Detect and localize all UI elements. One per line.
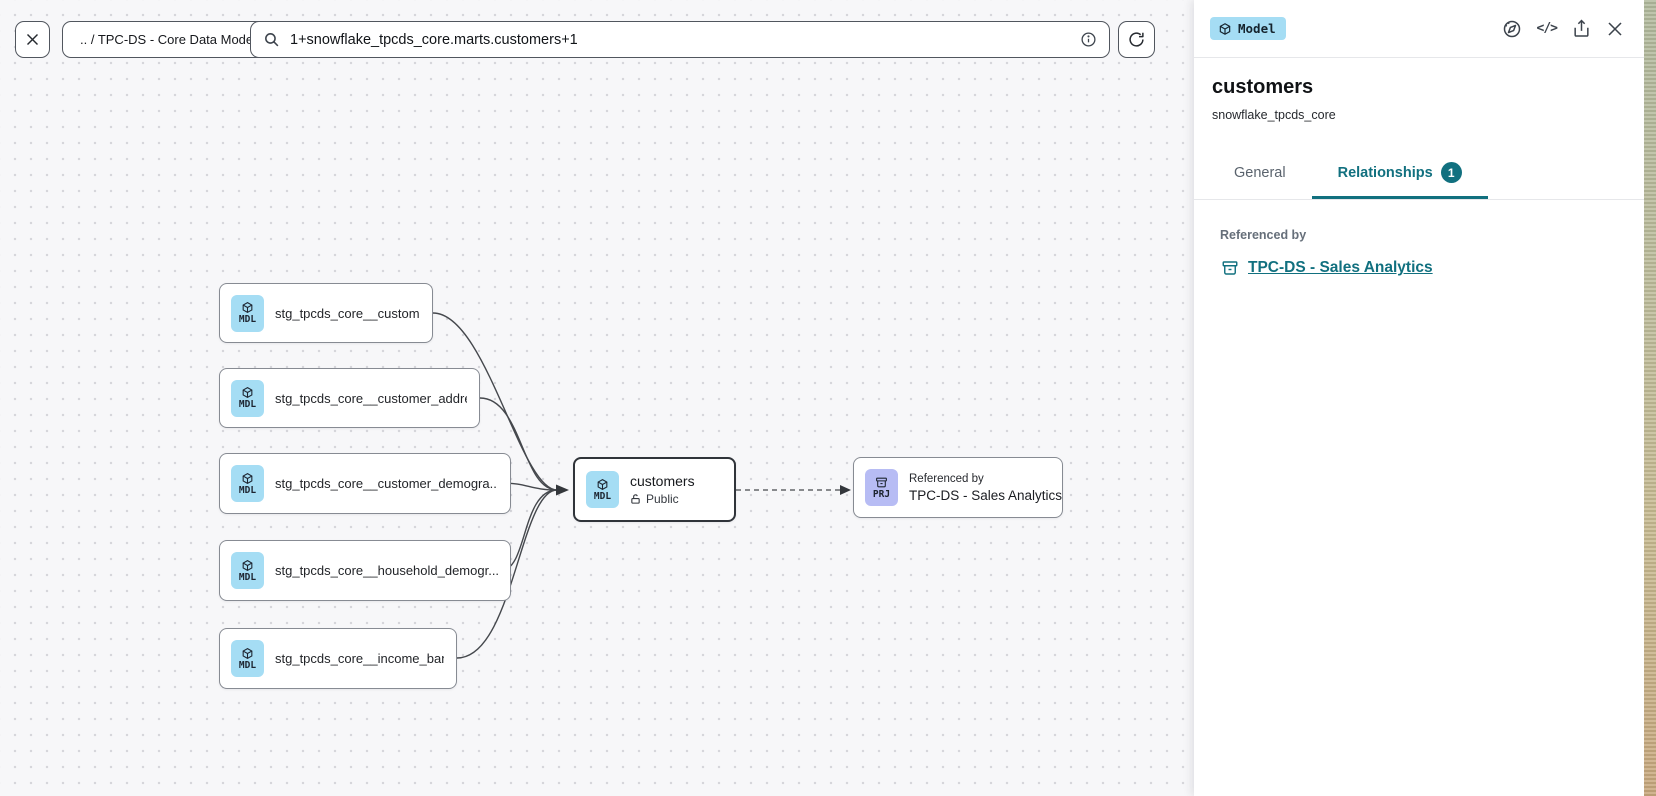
lineage-canvas[interactable]: MDL stg_tpcds_core__customer MDL stg_tpc… (0, 0, 1194, 796)
project-type-tile: PRJ (865, 469, 898, 506)
node-customers-selected[interactable]: MDL customers Public (573, 457, 736, 522)
refresh-icon (1129, 32, 1144, 47)
referenced-project-link[interactable]: TPC-DS - Sales Analytics (1248, 259, 1433, 276)
lock-open-icon (631, 494, 640, 504)
cube-icon (242, 302, 253, 314)
node-stg-customer-demographics[interactable]: MDL stg_tpcds_core__customer_demogra... (219, 453, 511, 514)
info-icon[interactable] (1080, 31, 1097, 48)
model-type-badge: Model (1210, 17, 1286, 40)
page-title: customers (1212, 76, 1314, 98)
node-stg-income-band[interactable]: MDL stg_tpcds_core__income_band (219, 628, 457, 689)
breadcrumb[interactable]: .. / TPC-DS - Core Data Models (62, 21, 281, 58)
node-label: customers (630, 473, 695, 489)
model-type-tile: MDL (586, 471, 619, 508)
edge-income-band (456, 489, 558, 659)
node-label: stg_tpcds_core__household_demogr... (275, 563, 498, 578)
model-type-tile: MDL (231, 552, 264, 589)
node-label: stg_tpcds_core__customer_demogra... (275, 476, 498, 491)
explore-compass-icon[interactable] (1502, 19, 1522, 39)
cube-icon (597, 478, 608, 490)
edge-customer (432, 312, 558, 491)
node-label: TPC-DS - Sales Analytics (909, 487, 1063, 503)
tab-general[interactable]: General (1234, 164, 1286, 181)
code-icon[interactable]: </> (1536, 21, 1559, 36)
node-kicker: Referenced by (909, 472, 984, 485)
node-type-label: PRJ (872, 488, 891, 500)
model-type-tile: MDL (231, 294, 264, 332)
search-input[interactable] (290, 31, 1070, 48)
node-stg-household-demographics[interactable]: MDL stg_tpcds_core__household_demogr... (219, 540, 511, 601)
close-panel-icon[interactable] (1606, 20, 1624, 38)
edge-arrowhead-dashed (840, 485, 851, 495)
cube-icon (242, 387, 253, 399)
archive-icon (1222, 261, 1238, 275)
cube-icon (242, 647, 253, 659)
panel-body: customers snowflake_tpcds_core General R… (1194, 58, 1644, 277)
node-referenced-project[interactable]: PRJ Referenced by TPC-DS - Sales Analyti… (853, 457, 1063, 518)
node-type-label: MDL (238, 399, 257, 411)
desktop-wallpaper-sliver (1644, 0, 1656, 796)
archive-icon (876, 477, 887, 488)
node-type-label: MDL (238, 484, 257, 496)
cube-icon (242, 472, 253, 484)
node-type-label: MDL (238, 571, 257, 583)
node-type-label: MDL (238, 659, 257, 671)
schema-subtitle: snowflake_tpcds_core (1212, 108, 1336, 122)
model-type-tile: MDL (231, 640, 264, 677)
model-type-tile: MDL (231, 379, 264, 417)
node-type-label: MDL (238, 314, 257, 326)
panel-header-actions: </> (1502, 19, 1624, 39)
close-lineage-button[interactable] (15, 21, 50, 58)
lineage-edges (432, 312, 851, 659)
cube-icon (1219, 22, 1231, 35)
model-type-tile: MDL (231, 465, 264, 502)
edge-arrowhead (556, 484, 569, 496)
panel-tabs: General Relationships 1 (1194, 149, 1644, 200)
node-visibility: Public (630, 492, 695, 506)
share-icon[interactable] (1572, 19, 1591, 38)
edge-customer-address (479, 397, 558, 491)
node-label: stg_tpcds_core__income_band (275, 651, 444, 666)
close-icon (26, 33, 39, 46)
lineage-search (250, 21, 1110, 58)
relationships-count-badge: 1 (1440, 162, 1462, 183)
referenced-project-row: TPC-DS - Sales Analytics (1212, 259, 1626, 277)
search-icon (265, 33, 279, 47)
node-label: stg_tpcds_core__customer_address (275, 390, 467, 406)
refresh-lineage-button[interactable] (1118, 21, 1155, 58)
referenced-by-heading: Referenced by (1220, 228, 1307, 242)
cube-icon (242, 559, 253, 571)
node-label: stg_tpcds_core__customer (275, 305, 420, 321)
node-stg-customer[interactable]: MDL stg_tpcds_core__customer (219, 283, 433, 343)
panel-header: Model </> (1194, 0, 1644, 58)
details-panel: Model </> customers snowflake_tpcds_core (1194, 0, 1644, 796)
node-stg-customer-address[interactable]: MDL stg_tpcds_core__customer_address (219, 368, 480, 428)
node-type-label: MDL (593, 490, 612, 502)
tab-relationships[interactable]: Relationships 1 (1311, 149, 1488, 199)
